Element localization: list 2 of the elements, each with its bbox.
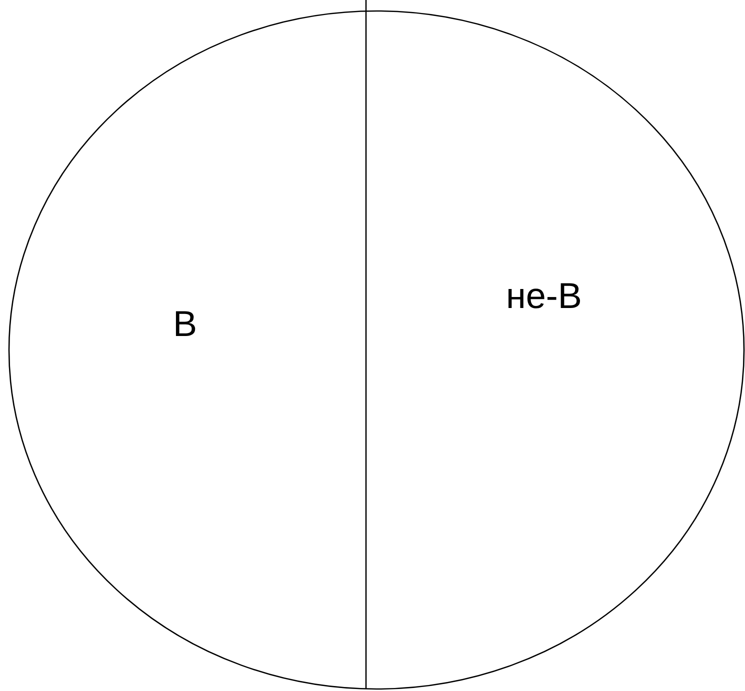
region-label: не-В <box>506 278 582 314</box>
region-label: В <box>173 306 198 342</box>
